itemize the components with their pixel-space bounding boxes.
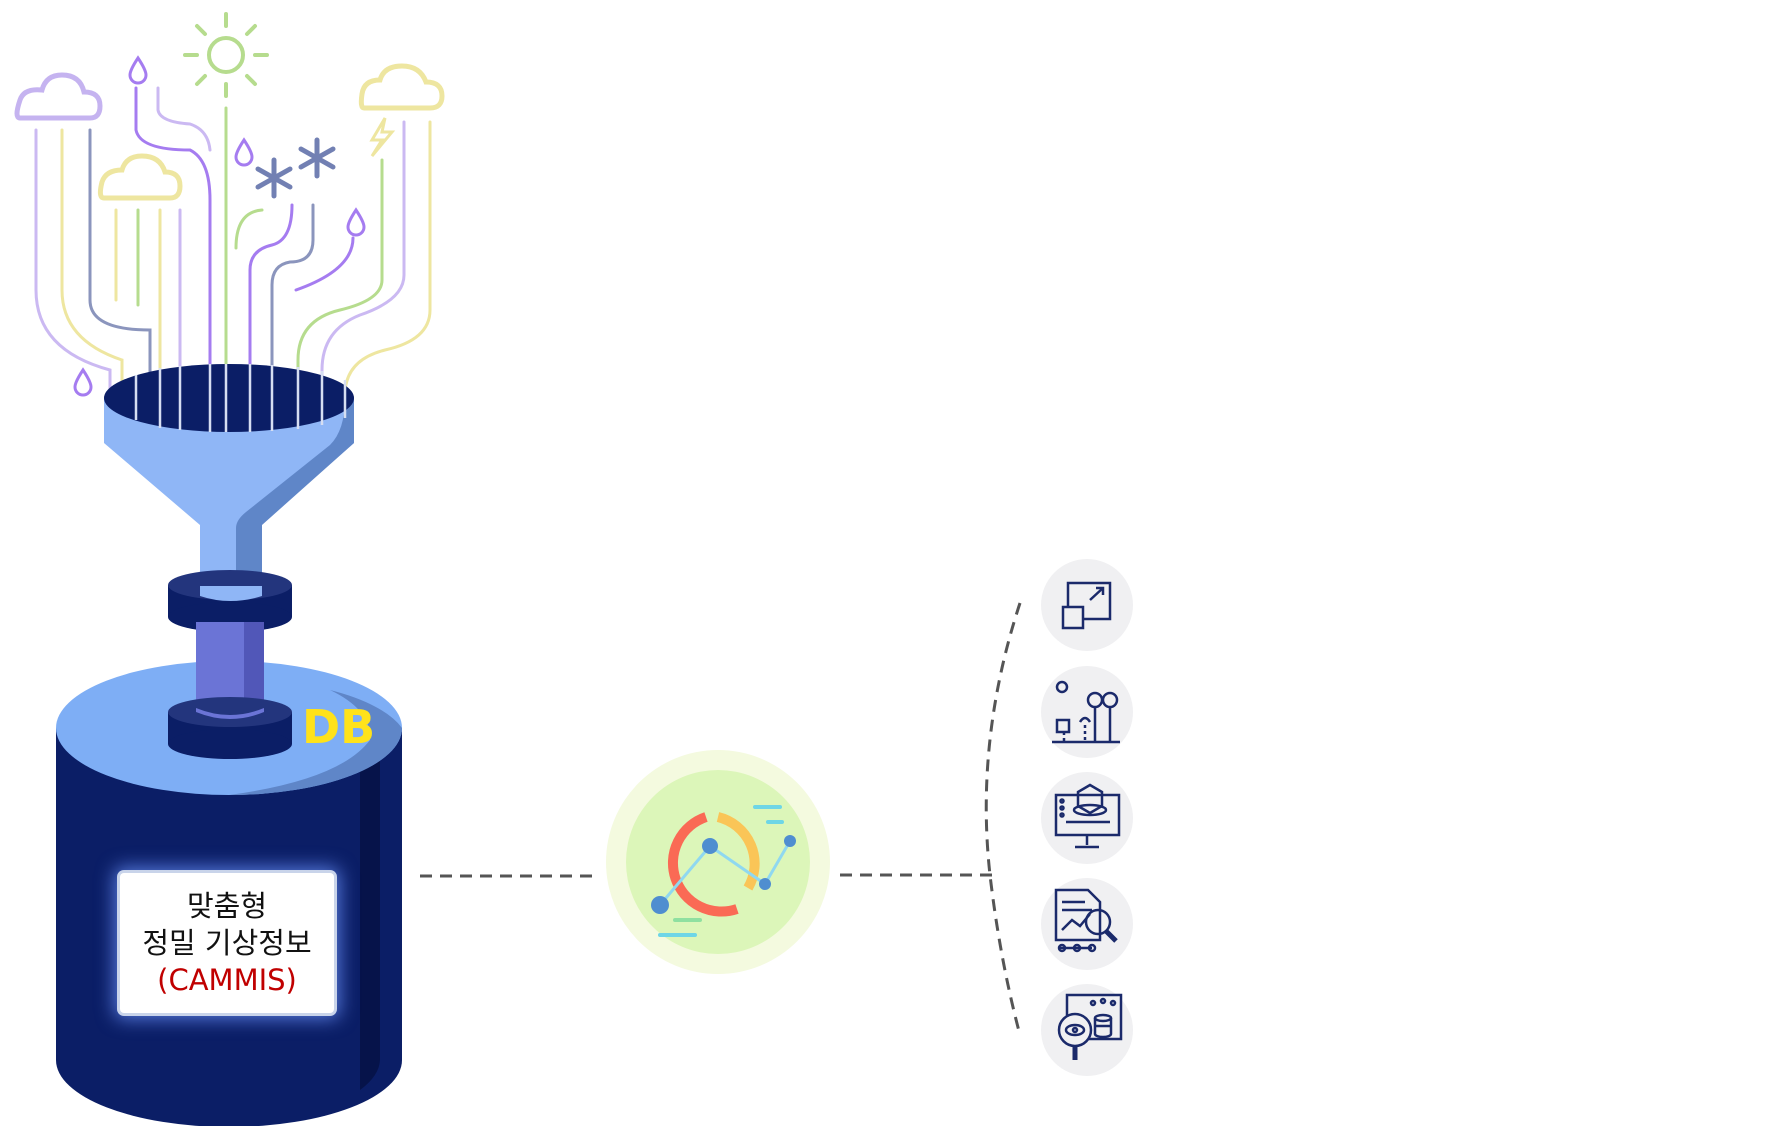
cloud-icon <box>14 72 103 121</box>
dashed-connector <box>420 602 1022 1036</box>
expand-scale-icon <box>1041 559 1133 651</box>
analytics-chart-icon <box>606 750 830 974</box>
db-label: DB <box>302 700 376 754</box>
info-line-3: (CAMMIS) <box>157 962 297 997</box>
report-analysis-icon <box>1041 878 1133 970</box>
weather-streams <box>34 86 432 427</box>
snowflake-icon <box>255 137 336 199</box>
info-line-1: 맞춤형 <box>186 888 268 923</box>
cloud-icon <box>97 153 183 201</box>
cammis-info-box: 맞춤형 정밀 기상정보 (CAMMIS) <box>120 873 334 1013</box>
3d-model-monitor-icon <box>1041 772 1133 864</box>
data-search-icon <box>1041 984 1133 1076</box>
sun-icon <box>183 12 269 98</box>
agriculture-weather-icon <box>1041 666 1133 758</box>
funnel-icon <box>104 364 354 759</box>
info-line-2: 정밀 기상정보 <box>142 925 312 960</box>
lightning-cloud-icon <box>358 63 445 157</box>
rain-drop-icon <box>73 55 366 397</box>
